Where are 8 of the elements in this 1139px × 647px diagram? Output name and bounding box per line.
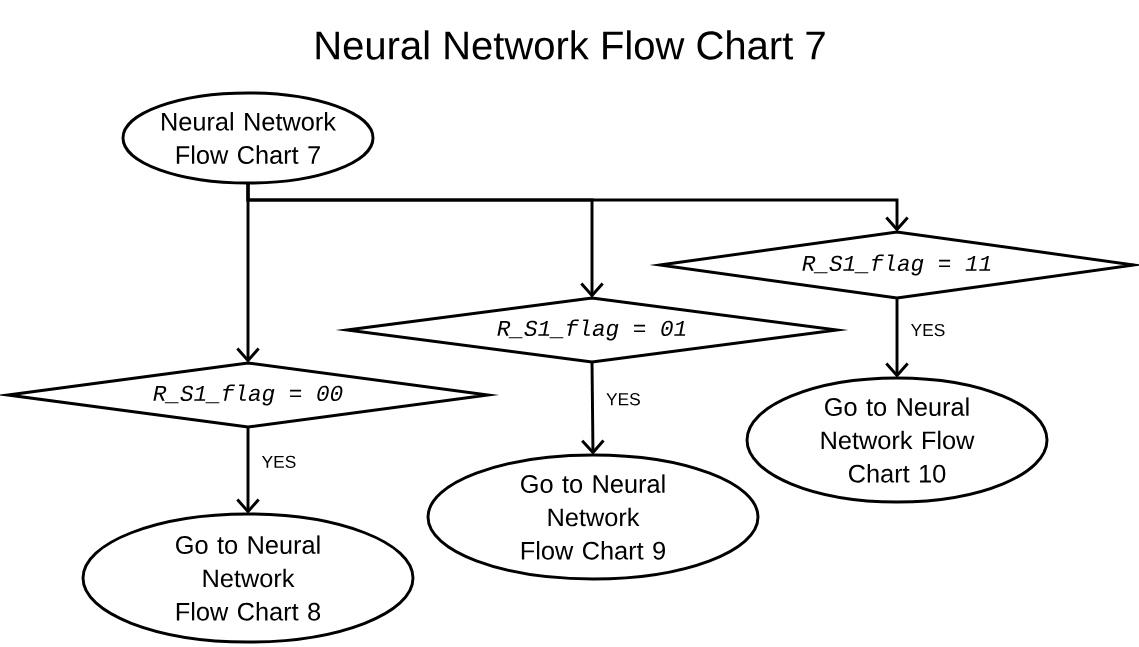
title: Neural Network Flow Chart 7 [316, 30, 825, 60]
arrow [246, 183, 909, 232]
edge-label: YES [604, 391, 642, 407]
edge-label: YES [260, 454, 298, 470]
arrow [885, 298, 909, 378]
arrow [581, 362, 605, 455]
arrow [236, 427, 260, 514]
edge-label: YES [909, 322, 947, 338]
